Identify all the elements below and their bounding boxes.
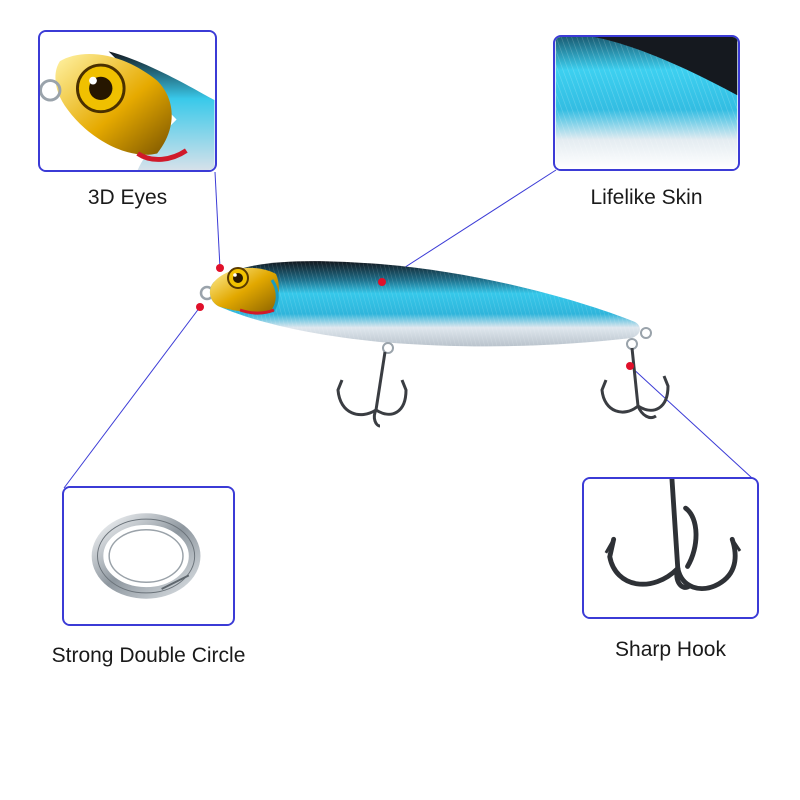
callout-skin-image [553, 35, 740, 171]
tail-treble-hook [600, 338, 670, 420]
callout-hook-image [582, 477, 759, 619]
callout-ring-image [62, 486, 235, 626]
callout-skin-label: Lifelike Skin [590, 186, 703, 209]
fishing-lure-image [199, 261, 670, 428]
callout-hook-label: Sharp Hook [615, 638, 726, 661]
callout-eyes-image [38, 30, 217, 172]
callout-ring-label: Strong Double Circle [51, 644, 246, 667]
belly-treble-hook [336, 342, 408, 428]
callout-eyes-label: 3D Eyes [87, 186, 168, 209]
